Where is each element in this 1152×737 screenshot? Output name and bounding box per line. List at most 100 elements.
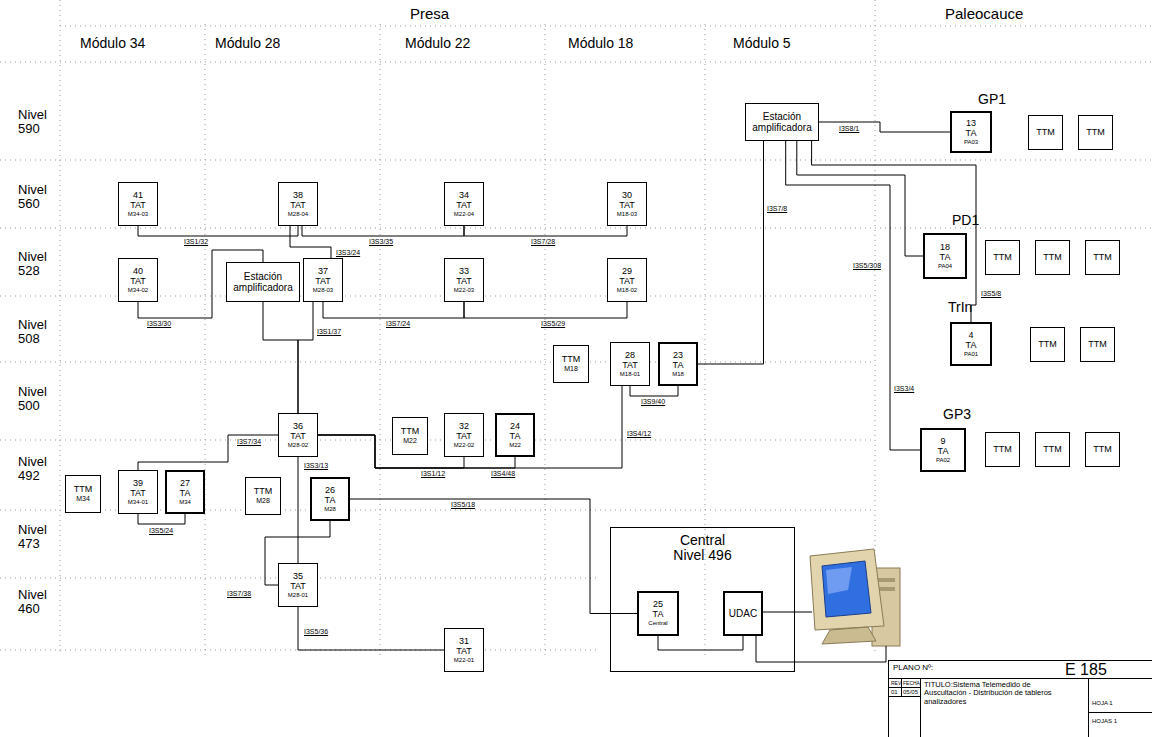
box-text: 32 — [459, 422, 469, 432]
box-text: TA — [940, 253, 951, 263]
box-text: M28-04 — [288, 211, 308, 218]
box-text: TTM — [1086, 128, 1105, 138]
box-text: M18-01 — [620, 371, 640, 378]
computer-cable — [763, 612, 812, 613]
analyzer-board: 29TATM18-02 — [607, 258, 647, 302]
group-label: GP3 — [943, 407, 971, 422]
acquisition-board: 13TAPA03 — [950, 111, 992, 153]
box-text: 28 — [625, 351, 635, 361]
acquisition-board: 4TAPA01 — [950, 322, 992, 366]
cable-label: I3S7/8 — [766, 205, 788, 212]
box-text: TTM — [1036, 128, 1055, 138]
level-label: Nivel 528 — [18, 250, 56, 279]
box-text: 26 — [325, 486, 335, 496]
box-text: TAT — [130, 277, 146, 287]
box-text: Central Nivel 496 — [663, 533, 743, 564]
box-text: TAT — [456, 432, 472, 442]
box-text: 24 — [510, 422, 520, 432]
title-block-text: 01 — [891, 689, 898, 696]
cable-label: I3S5/308 — [852, 262, 882, 269]
box-text: TAT — [456, 647, 472, 657]
cable-line — [302, 226, 464, 236]
acquisition-board: 27TAM34 — [165, 470, 205, 514]
terminal-box: TTMM18 — [553, 345, 589, 383]
cable-line — [138, 435, 278, 470]
cable-label: I3S5/24 — [148, 527, 174, 534]
amplifier-station: Estación amplificadora — [745, 103, 819, 141]
cable-label: I3S7/28 — [530, 238, 556, 245]
computer-cable — [756, 636, 886, 662]
box-text: TAT — [622, 361, 638, 371]
box-text: PA03 — [964, 139, 978, 146]
terminal-box: TTM — [1080, 327, 1115, 362]
box-text: TA — [673, 361, 684, 371]
terminal-box: TTM — [1028, 115, 1063, 150]
box-text: UDAC — [729, 608, 757, 619]
section-title: Presa — [410, 6, 449, 23]
box-text: M34 — [76, 495, 90, 503]
box-text: 4 — [968, 331, 973, 341]
box-text: 36 — [293, 422, 303, 432]
box-text: PA01 — [964, 351, 978, 358]
cable-line — [318, 386, 622, 468]
cable-line — [350, 499, 637, 614]
analyzer-board: 41TATM34-03 — [118, 182, 158, 226]
cable-line — [786, 141, 920, 450]
tower-slot — [877, 578, 895, 582]
cable-label: I3S3/4 — [893, 385, 915, 392]
drawing-number: E 185 — [1065, 661, 1107, 679]
acquisition-board: 25TACentral — [637, 591, 679, 636]
cable-line — [658, 636, 743, 650]
cable-line — [290, 226, 331, 258]
box-text: M18-02 — [617, 287, 637, 294]
box-text: TA — [325, 496, 336, 506]
level-label: Nivel 473 — [18, 523, 56, 552]
box-text: TTM — [993, 253, 1012, 263]
box-text: 9 — [940, 437, 945, 447]
cable-line — [298, 457, 299, 563]
cable-line — [464, 302, 627, 318]
box-text: 23 — [673, 351, 683, 361]
cable-line — [797, 141, 923, 256]
analyzer-board: 34TATM22-04 — [444, 182, 484, 226]
box-text: 18 — [940, 243, 950, 253]
acquisition-board: 23TAM18 — [658, 342, 698, 386]
box-text: 38 — [293, 191, 303, 201]
box-text: TAT — [290, 201, 306, 211]
box-text: M34-01 — [128, 499, 148, 506]
cable-label: I3S5/18 — [450, 501, 476, 508]
cable-label: I3S3/35 — [368, 238, 394, 245]
cable-label: I3S9/40 — [640, 398, 666, 405]
box-text: M22-01 — [454, 657, 474, 664]
box-text: TAT — [130, 201, 146, 211]
cable-label: I3S3/24 — [335, 249, 361, 256]
box-text: 30 — [622, 191, 632, 201]
box-text: TA — [938, 447, 949, 457]
level-label: Nivel 590 — [18, 108, 56, 137]
terminal-box: TTM — [1035, 432, 1070, 467]
box-text: TTM — [1043, 445, 1062, 455]
box-text: TTM — [1093, 445, 1112, 455]
cable-label: I3S3/13 — [303, 462, 329, 469]
analyzer-board: 32TATM22-02 — [444, 413, 484, 457]
box-text: PA04 — [938, 263, 952, 270]
terminal-box: TTMM22 — [392, 417, 428, 455]
acquisition-board: 26TAM28 — [310, 477, 350, 521]
box-text: 13 — [966, 119, 976, 129]
cable-line — [630, 386, 678, 396]
box-text: TAT — [130, 489, 146, 499]
terminal-box: TTMM28 — [245, 477, 281, 515]
analyzer-board: 36TATM28-02 — [278, 413, 318, 457]
cable-line — [138, 226, 298, 236]
box-text: 29 — [622, 267, 632, 277]
acquisition-board: 24TAM22 — [495, 413, 535, 457]
box-text: M28-01 — [288, 592, 308, 599]
drawing-title: TITULO:Sistema Telemedido de Auscultació… — [924, 681, 1074, 706]
cable-line — [265, 521, 330, 585]
cable-line — [298, 607, 444, 650]
terminal-box: TTM — [1078, 115, 1113, 150]
box-text: TA — [966, 129, 977, 139]
cable-label: I3S7/38 — [226, 590, 252, 597]
cable-line — [819, 122, 950, 132]
